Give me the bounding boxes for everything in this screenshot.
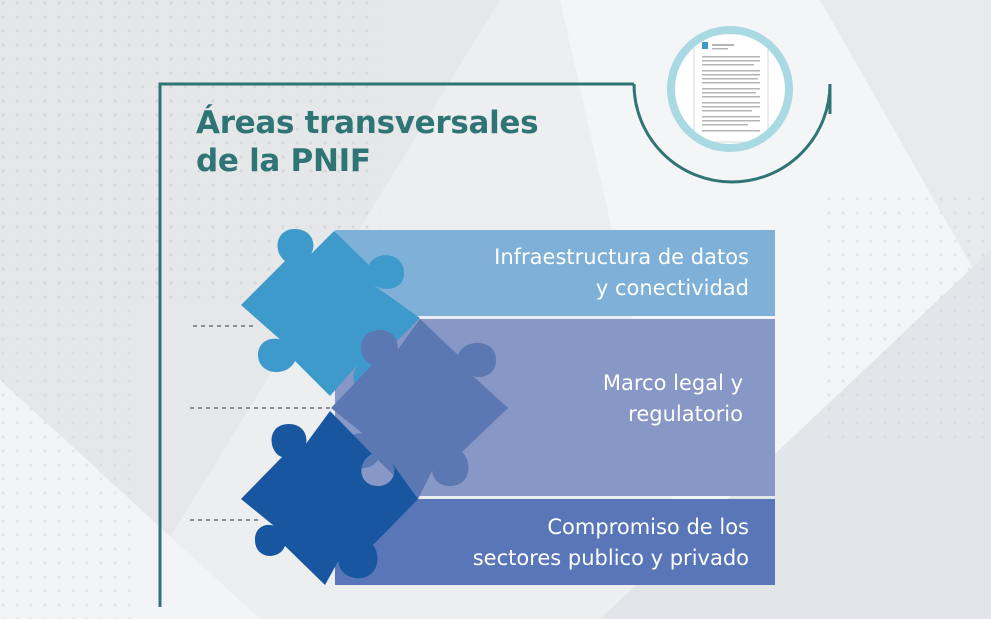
document-icon [667, 26, 793, 152]
area-label-2: Marco legal y regulatorio [603, 368, 743, 430]
page-title-line-1: Áreas transversales [196, 105, 539, 141]
puzzle-piece-mid-blue [331, 319, 508, 499]
puzzle-piece-dark-blue [241, 411, 418, 585]
area-label-3-line-1: Compromiso de los [547, 515, 749, 539]
area-label-1-line-2: y conectividad [595, 276, 749, 300]
area-label-2-line-2: regulatorio [628, 402, 743, 426]
frame-outline [158, 82, 832, 607]
area-label-3: Compromiso de los sectores publico y pri… [473, 512, 749, 574]
puzzle-piece-icon [241, 228, 508, 585]
page-title-line-2: de la PNIF [196, 143, 371, 179]
area-label-3-line-2: sectores publico y privado [472, 546, 749, 570]
page-title: Áreas transversales de la PNIF [196, 104, 596, 180]
area-band-1 [335, 230, 775, 316]
area-label-1: Infraestructura de datos y conectividad [494, 242, 749, 304]
area-band-3 [335, 499, 775, 585]
area-label-1-line-1: Infraestructura de datos [494, 245, 749, 269]
connector-lines [190, 325, 330, 521]
area-label-2-line-1: Marco legal y [602, 371, 743, 395]
